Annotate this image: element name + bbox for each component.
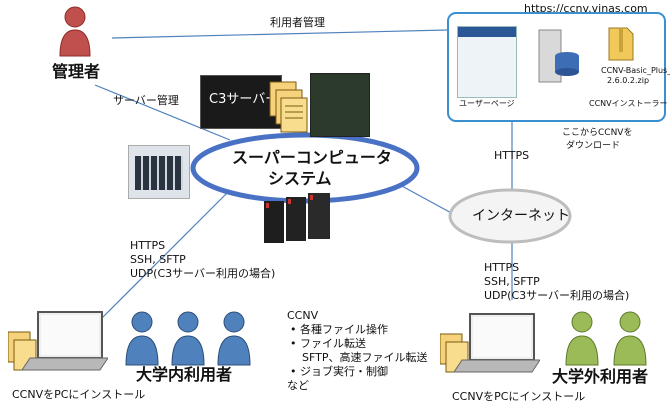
internal-install-label: CCNVをPCにインストール (12, 388, 146, 401)
internal-users-icon (125, 311, 251, 366)
super-to-internet-line (399, 184, 456, 216)
site-url[interactable]: https://ccnv.vinas.com (524, 2, 648, 15)
external-users-icon (565, 311, 647, 366)
ccnv-portal-panel: ユーザーページ CCNV-Basic_Plus_ 2.6.0.2.zip CCN… (447, 12, 670, 122)
super-to-internal-line (94, 189, 231, 326)
internal-proto-https: HTTPS (130, 239, 166, 252)
external-laptop-icon (440, 313, 540, 373)
server-rack-image (310, 73, 370, 137)
supercomputer-cabinets-icon (264, 193, 330, 243)
c3-server-terminal: C3サーバー (200, 75, 282, 129)
feature-item-1: • 各種ファイル操作 (290, 323, 388, 336)
internal-proto-ssh: SSH, SFTP (130, 253, 186, 266)
zip-filename-2: 2.6.0.2.zip (607, 76, 650, 85)
internal-proto-udp: UDP(C3サーバー利用の場合) (130, 267, 276, 280)
internal-laptop-icon (8, 311, 108, 371)
external-install-label: CCNVをPCにインストール (452, 390, 586, 403)
admin-to-portal-line (111, 29, 448, 39)
document-stack-icon (269, 81, 308, 133)
server-management-label: サーバー管理 (113, 94, 179, 107)
external-proto-https: HTTPS (484, 261, 520, 274)
user-page-label: ユーザーページ (459, 99, 515, 108)
feature-item-2-sub: SFTP、高速ファイル転送 (302, 351, 428, 364)
feature-item-3: • ジョブ実行・制御 (290, 365, 388, 378)
supercomputer-ring (190, 132, 420, 204)
supercomputer-label-line1: スーパーコンピュータ (232, 148, 392, 167)
internet-cloud (448, 188, 572, 244)
admin-person-icon (59, 6, 91, 57)
external-proto-ssh: SSH, SFTP (484, 275, 540, 288)
download-note-1: ここからCCNVを (562, 128, 633, 138)
https-portal-label: HTTPS (494, 149, 530, 162)
features-title: CCNV (287, 309, 319, 322)
user-page-screenshot[interactable] (457, 26, 517, 98)
zip-filename-1: CCNV-Basic_Plus_ (601, 66, 670, 75)
installer-label: CCNVインストーラー (589, 99, 668, 108)
server-database-icon (538, 29, 579, 83)
features-tail: など (287, 379, 309, 392)
internal-users-label: 大学内利用者 (136, 365, 233, 384)
user-management-label: 利用者管理 (270, 16, 325, 29)
server-room-image (128, 145, 190, 199)
feature-item-2: • ファイル転送 (290, 337, 366, 350)
external-users-label: 大学外利用者 (552, 367, 649, 386)
c3-server-label: C3サーバー (209, 92, 279, 107)
external-proto-udp: UDP(C3サーバー利用の場合) (484, 289, 630, 302)
admin-to-super-line (94, 84, 231, 141)
zip-file-icon[interactable] (607, 26, 635, 62)
internet-label: インターネット (472, 208, 570, 224)
supercomputer-label-line2: システム (268, 169, 332, 188)
admin-label: 管理者 (52, 62, 101, 81)
download-note-2: ダウンロード (566, 141, 621, 151)
